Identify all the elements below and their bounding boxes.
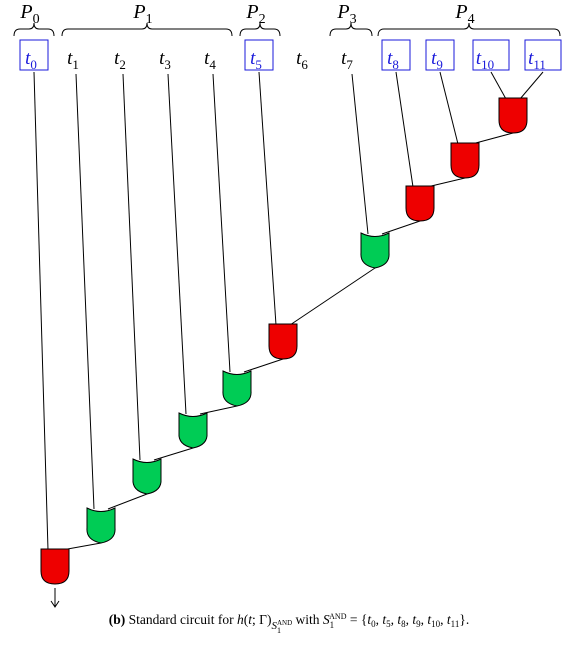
gate-and-g9	[450, 142, 480, 179]
svg-text:t9: t9	[431, 48, 443, 72]
input-t2: t2	[114, 48, 126, 72]
input-t1: t1	[67, 48, 79, 72]
partition-label-P2: P2	[245, 1, 265, 27]
wire	[167, 73, 187, 415]
gate-or-g1	[86, 507, 116, 544]
input-t6: t6	[296, 48, 308, 72]
input-t0: t0	[19, 39, 49, 72]
partition-label-layer: P0 P1 P2 P3 P4	[19, 1, 474, 27]
wire	[490, 71, 507, 100]
wire	[439, 71, 459, 145]
input-t10: t10	[472, 39, 510, 72]
wire	[33, 71, 49, 551]
input-box	[244, 39, 274, 71]
input-box	[524, 39, 562, 71]
wire	[107, 493, 148, 510]
gate-or-g4	[222, 370, 252, 407]
svg-text:t5: t5	[250, 48, 262, 72]
input-box	[472, 39, 510, 71]
wire	[243, 358, 284, 373]
gate-and-g0	[40, 548, 70, 585]
figure-caption: (b) Standard circuit for h(t; Γ)S1AND wi…	[0, 612, 578, 635]
gate-or-g2	[132, 458, 162, 495]
wire	[122, 73, 141, 461]
partition-brace	[239, 22, 281, 37]
svg-text:t8: t8	[387, 48, 399, 72]
gate-and-g8	[405, 185, 435, 222]
input-t11: t11	[524, 39, 562, 72]
input-t3: t3	[159, 48, 171, 72]
svg-text:t7: t7	[341, 48, 353, 72]
output-arrow	[50, 588, 60, 608]
svg-text:t0: t0	[25, 48, 37, 72]
input-t5: t5	[244, 39, 274, 72]
svg-text:t10: t10	[476, 48, 494, 72]
partition-label-P4: P4	[454, 1, 474, 27]
wire	[258, 71, 277, 326]
wire	[471, 132, 514, 145]
wire	[153, 447, 194, 461]
input-box	[425, 39, 455, 71]
svg-text:t2: t2	[114, 48, 126, 72]
wire	[212, 73, 231, 373]
svg-text:t6: t6	[296, 48, 308, 72]
partition-label-P1: P1	[132, 1, 152, 27]
gate-or-g7	[360, 232, 390, 269]
wire-layer	[33, 71, 544, 551]
partition-brace	[61, 22, 233, 37]
partition-brace	[13, 22, 55, 37]
input-t8: t8	[381, 39, 411, 72]
caption-text: Standard circuit for h(t; Γ)S1AND with S…	[128, 612, 470, 635]
partition-label-P0: P0	[19, 1, 39, 27]
input-t9: t9	[425, 39, 455, 72]
partition-label-P3: P3	[336, 1, 356, 27]
gate-layer	[40, 97, 528, 585]
partition-brace-layer	[13, 22, 561, 37]
wire	[351, 73, 369, 235]
svg-text:t1: t1	[67, 48, 79, 72]
input-box	[381, 39, 411, 71]
input-layer: t0 t1 t2 t3 t4 t5 t6 t7 t8 t9 t10 t11	[19, 39, 562, 72]
wire	[289, 267, 376, 326]
partition-brace	[329, 22, 373, 37]
gate-or-g3	[178, 412, 208, 449]
wire	[199, 405, 238, 415]
svg-text:t3: t3	[159, 48, 171, 72]
partition-brace	[377, 22, 561, 37]
input-t7: t7	[341, 48, 353, 72]
wire	[75, 73, 95, 510]
wire	[519, 71, 544, 100]
caption-label: (b)	[108, 612, 126, 627]
input-t4: t4	[204, 48, 216, 72]
svg-text:t4: t4	[204, 48, 216, 72]
input-box	[19, 39, 49, 71]
gate-and-g5	[268, 323, 298, 360]
wire	[381, 220, 421, 235]
wire	[395, 71, 414, 188]
gate-and-g11	[498, 97, 528, 134]
